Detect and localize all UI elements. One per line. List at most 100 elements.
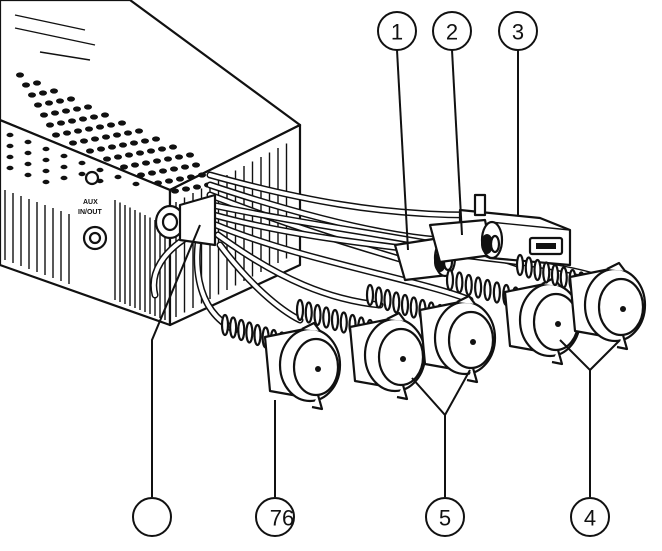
vent-hole — [24, 150, 32, 156]
vent-hole — [165, 178, 173, 184]
vent-hole — [60, 164, 68, 170]
round-connector — [445, 268, 582, 366]
rca-plug-2 — [428, 218, 504, 264]
callout-4: 4 — [570, 497, 610, 537]
vent-hole — [80, 138, 88, 144]
vent-hole — [51, 110, 59, 116]
vent-hole — [147, 148, 155, 154]
callout-5: 5 — [425, 497, 465, 537]
vent-hole — [103, 156, 111, 162]
vent-hole — [90, 114, 98, 120]
vent-hole — [78, 171, 86, 177]
callout-4-label: 4 — [584, 506, 596, 531]
vent-hole — [186, 152, 194, 158]
inout-label: IN/OUT — [78, 209, 102, 216]
callout-3-label: 3 — [512, 20, 524, 45]
top-panel-stripes — [14, 14, 96, 61]
vent-hole — [114, 174, 122, 180]
vent-hole — [24, 172, 32, 178]
vent-hole — [169, 144, 177, 150]
rear-panel-fins — [4, 143, 288, 322]
vent-hole — [62, 108, 70, 114]
vent-hole — [125, 152, 133, 158]
vent-hole — [46, 122, 54, 128]
vent-hole — [40, 112, 48, 118]
vent-hole — [120, 164, 128, 170]
vent-hole — [97, 146, 105, 152]
vent-hole — [118, 120, 126, 126]
vent-hole — [187, 174, 195, 180]
vent-hole — [198, 172, 206, 178]
callout-3: 3 — [498, 11, 538, 51]
vent-hole — [96, 167, 104, 173]
vent-hole — [154, 180, 162, 186]
vent-hole — [164, 156, 172, 162]
vent-hole — [181, 164, 189, 170]
vent-hole — [96, 124, 104, 130]
vent-hole — [78, 160, 86, 166]
vent-hole — [22, 82, 30, 88]
vent-hole — [28, 92, 36, 98]
vent-hole — [113, 132, 121, 138]
vent-hole — [182, 186, 190, 192]
vent-hole — [85, 126, 93, 132]
vent-hole — [24, 139, 32, 145]
vent-hole — [130, 140, 138, 146]
vent-hole — [108, 144, 116, 150]
vent-hole — [6, 132, 14, 138]
vent-hole — [114, 154, 122, 160]
vent-hole — [34, 102, 42, 108]
vent-hole — [131, 162, 139, 168]
vent-hole — [137, 172, 145, 178]
callout-2-label: 2 — [446, 20, 458, 45]
side-vent-holes — [6, 132, 140, 187]
vent-hole — [45, 100, 53, 106]
vent-hole — [68, 118, 76, 124]
callout-76: 76 — [255, 497, 295, 537]
vent-hole — [159, 168, 167, 174]
vent-hole — [39, 90, 47, 96]
vent-hole — [176, 176, 184, 182]
callout-1: 1 — [377, 11, 417, 51]
vent-hole — [69, 140, 77, 146]
round-connector — [295, 298, 427, 401]
callout-2: 2 — [432, 11, 472, 51]
vent-hole — [193, 184, 201, 190]
vent-hole — [101, 112, 109, 118]
vent-hole — [6, 165, 14, 171]
vent-hole — [33, 80, 41, 86]
vent-hole — [175, 154, 183, 160]
callout-5-label: 5 — [439, 506, 451, 531]
vent-hole — [79, 116, 87, 122]
round-connectors — [220, 253, 647, 411]
vent-hole — [171, 188, 179, 194]
vent-hole — [153, 158, 161, 164]
harness-grommet — [154, 193, 217, 247]
vent-hole — [158, 146, 166, 152]
vent-hole — [60, 175, 68, 181]
round-connector — [220, 313, 342, 411]
vent-hole — [6, 154, 14, 160]
vent-hole — [73, 106, 81, 112]
vent-hole — [119, 142, 127, 148]
vent-hole — [192, 162, 200, 168]
round-connector — [365, 283, 497, 384]
vent-hole — [42, 168, 50, 174]
vent-hole — [107, 122, 115, 128]
vent-hole — [132, 181, 140, 187]
vent-hole — [124, 130, 132, 136]
vent-hole — [16, 72, 24, 78]
vent-hole — [42, 157, 50, 163]
vent-hole — [170, 166, 178, 172]
vent-hole — [50, 88, 58, 94]
vent-hole — [136, 150, 144, 156]
aux-label: AUX — [83, 199, 98, 206]
vent-hole — [52, 132, 60, 138]
vent-hole — [24, 161, 32, 167]
vent-hole — [142, 160, 150, 166]
top-vent-holes — [16, 72, 212, 194]
vent-hole — [63, 130, 71, 136]
round-connector — [515, 253, 647, 351]
callout-blank — [132, 497, 172, 537]
aux-jack: AUX IN/OUT — [78, 170, 108, 251]
